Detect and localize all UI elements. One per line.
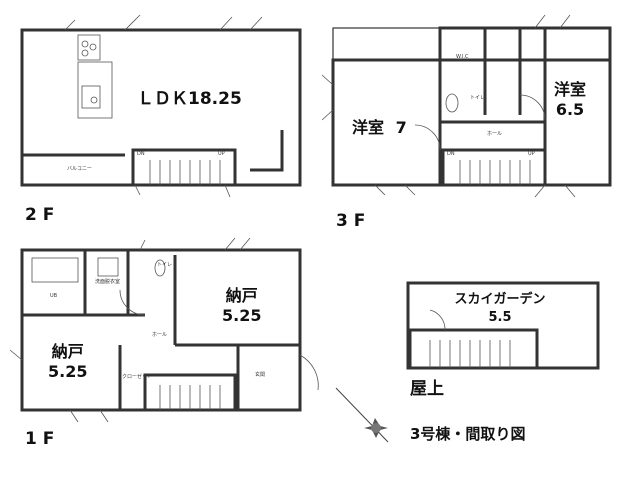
room-name: 洋室 (352, 118, 385, 137)
room-name: 洋室 (554, 80, 587, 99)
room-storage-upper: 納戸 5.25 (222, 286, 261, 326)
room-hall-1f: ホール (152, 332, 168, 338)
room-closet: クローゼット (122, 374, 153, 380)
toilet-icon (445, 93, 459, 113)
room-size: 7 (395, 118, 407, 137)
floor-label-1f: 1 F (25, 429, 55, 449)
kitchen-sink-icon (77, 61, 113, 119)
floor-2f-walls (20, 28, 302, 187)
room-size: 5.5 (488, 309, 512, 325)
room-sky-garden: スカイガーデン 5.5 (430, 291, 570, 326)
room-name: 納戸 (225, 286, 258, 305)
floor-label-roof: 屋上 (410, 379, 444, 399)
stairs-dn-label: DN (447, 151, 455, 157)
room-western-7: 洋室 7 (352, 120, 407, 136)
room-hall-3f: ホール (487, 131, 503, 137)
north-arrow-compass-icon (335, 387, 389, 443)
room-balcony: バルコニー (67, 166, 92, 172)
stairs-lines (149, 160, 531, 410)
roof-walls (406, 281, 600, 370)
door-swing (414, 124, 441, 151)
room-toilet-1f: トイレ (157, 262, 173, 268)
room-bath: UB (50, 293, 58, 299)
room-size: 5.25 (48, 362, 88, 381)
room-size: 6.5 (555, 100, 585, 119)
stairs-up-label: UP (218, 151, 225, 157)
room-toilet-3f: トイレ (470, 95, 486, 101)
floor-1f-walls (20, 248, 302, 412)
room-ldk: ＬＤＫ18.25 (137, 89, 242, 109)
room-storage-lower: 納戸 5.25 (48, 342, 87, 382)
bathtub-icon (31, 257, 79, 283)
stove-icon (77, 34, 101, 61)
washbasin-icon (97, 257, 119, 277)
floor-label-3f: 3 F (336, 211, 366, 231)
room-size: 5.25 (222, 306, 262, 325)
floor-label-2f: 2 F (25, 205, 55, 225)
room-washroom: 洗面脱衣室 (95, 279, 121, 285)
room-name: 納戸 (51, 342, 84, 361)
stairs-up-label: UP (528, 151, 535, 157)
stairs-dn-label: DN (137, 151, 145, 157)
floor-3f-walls (331, 26, 612, 187)
plan-caption: 3号棟・間取り図 (410, 425, 526, 443)
room-name: スカイガーデン (454, 292, 546, 307)
room-wic: W.I.C (456, 54, 469, 60)
room-western-6-5: 洋室 6.5 (554, 80, 586, 120)
room-entrance: 玄関 (255, 372, 266, 378)
